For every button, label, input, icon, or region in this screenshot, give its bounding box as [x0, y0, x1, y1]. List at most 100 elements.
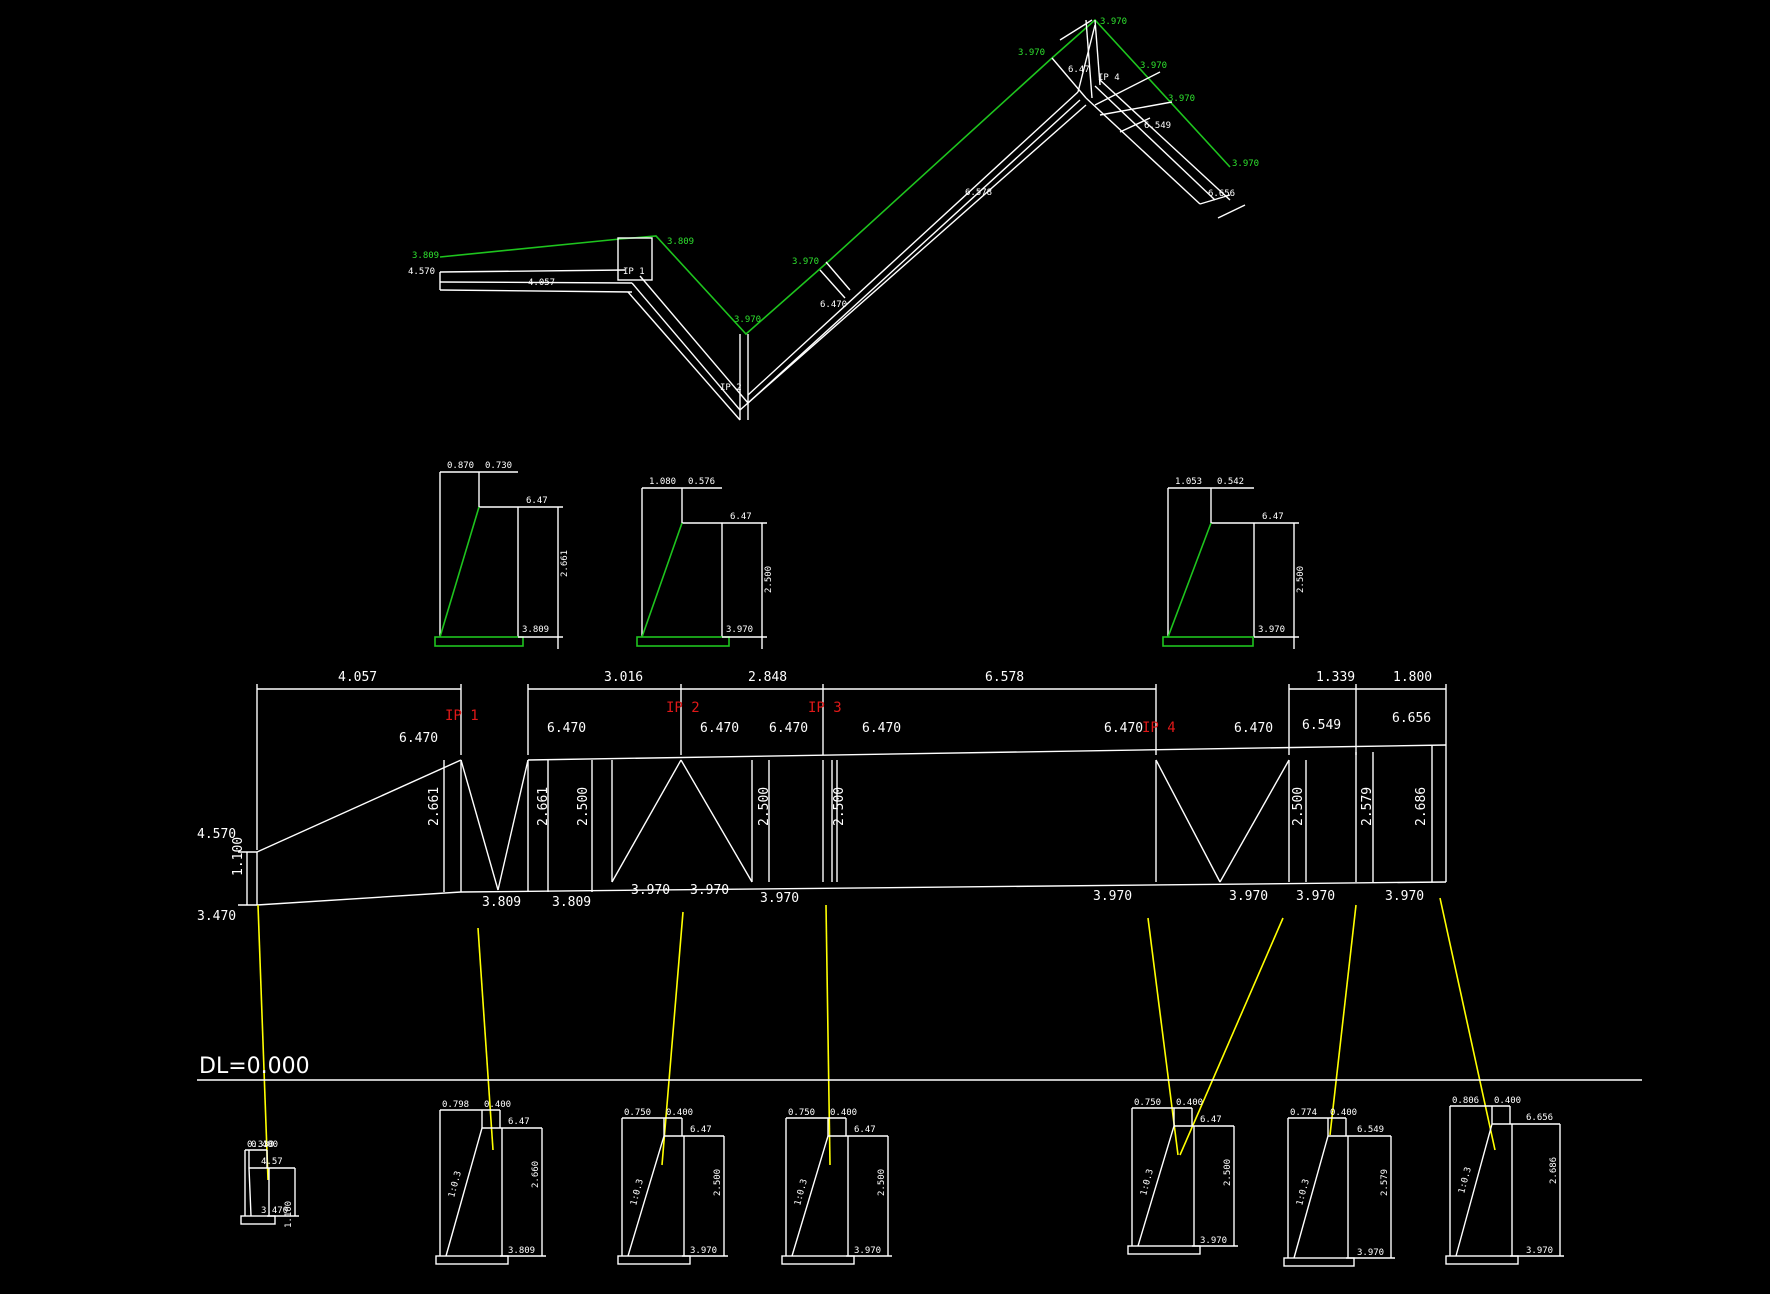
bottom-section-dim-b: 0.400 [1330, 1108, 1357, 1118]
plan-label: 3.970 [1232, 159, 1259, 169]
bottom-section-dim-a: 0.806 [1452, 1096, 1479, 1106]
profile-span-dim: 3.016 [604, 670, 643, 685]
bottom-section-dim-a: 0.330 [247, 1140, 274, 1150]
profile-bottom-elev: 3.970 [1296, 889, 1335, 904]
profile-bottom-elev: 3.809 [482, 895, 521, 910]
bottom-section-top-elev: 6.47 [854, 1125, 876, 1135]
profile-height-dim: 2.500 [757, 787, 772, 826]
profile-bottom-elev: 3.970 [690, 883, 729, 898]
section-leaders [257, 897, 1496, 1181]
plan-label: IP 4 [1098, 73, 1120, 83]
bottom-section-height: 2.686 [1549, 1157, 1559, 1184]
bottom-section-top-elev: 6.47 [690, 1125, 712, 1135]
bottom-section-bottom-elev: 3.809 [508, 1246, 535, 1256]
bottom-section-bottom-elev: 3.970 [1200, 1236, 1227, 1246]
bottom-section-bottom-elev: 3.470 [261, 1206, 288, 1216]
bottom-section-top-elev: 6.549 [1357, 1125, 1384, 1135]
profile-top-elev: 6.470 [1234, 721, 1273, 736]
bottom-section-height: 1.100 [284, 1201, 294, 1228]
bottom-section-bottom-elev: 3.970 [854, 1246, 881, 1256]
bottom-section-height: 2.500 [1223, 1159, 1233, 1186]
profile-left-top-elev: 4.570 [197, 827, 236, 842]
bottom-section-bottom-elev: 3.970 [690, 1246, 717, 1256]
bottom-section-dim-a: 0.798 [442, 1100, 469, 1110]
top-section-bottom-elev: 3.809 [522, 625, 549, 635]
profile-height-dim: 2.686 [1414, 787, 1429, 826]
bottom-section-top-elev: 6.47 [1200, 1115, 1222, 1125]
top-section-height: 2.500 [764, 566, 774, 593]
bottom-section-height: 2.660 [531, 1161, 541, 1188]
plan-label: 3.970 [1140, 61, 1167, 71]
profile-height-dim: 2.579 [1360, 787, 1375, 826]
top-section-bottom-elev: 3.970 [1258, 625, 1285, 635]
bottom-section-top-elev: 6.656 [1526, 1113, 1553, 1123]
profile-ip-label: IP 2 [666, 700, 700, 716]
top-section-width-2: 0.576 [688, 477, 715, 487]
bottom-section-height: 2.500 [713, 1169, 723, 1196]
top-section-top-elev: 6.47 [1262, 512, 1284, 522]
profile-bottom-elev: 3.970 [1385, 889, 1424, 904]
top-section-width-2: 0.730 [485, 461, 512, 471]
profile-bottom-elev: 3.809 [552, 895, 591, 910]
bottom-section-dim-b: 0.400 [251, 1140, 278, 1150]
plan-label: IP 1 [623, 267, 645, 277]
bottom-section-slope: 1:0.3 [1457, 1166, 1474, 1195]
profile-top-elev: 6.470 [862, 721, 901, 736]
plan-label: 3.970 [1100, 17, 1127, 27]
profile-height-dim: 2.661 [536, 787, 551, 826]
plan-label: 3.970 [792, 257, 819, 267]
bottom-section-dim-b: 0.400 [1176, 1098, 1203, 1108]
plan-label: 3.970 [1018, 48, 1045, 58]
top-section-height: 2.500 [1296, 566, 1306, 593]
plan-label: 6.47 [1068, 65, 1090, 75]
plan-label: 3.970 [1168, 94, 1195, 104]
profile-span-dim: 1.339 [1316, 670, 1355, 685]
profile-span-dim: 2.848 [748, 670, 787, 685]
bottom-section-dim-a: 0.774 [1290, 1108, 1317, 1118]
profile-top-elev: 6.470 [399, 731, 438, 746]
profile-left-height: 1.100 [231, 837, 246, 876]
profile-bottom-elev: 3.970 [1093, 889, 1132, 904]
profile-bottom-elev: 3.970 [760, 891, 799, 906]
bottom-section-slope: 1:0.3 [447, 1170, 464, 1199]
profile-span-dim: 4.057 [338, 670, 377, 685]
top-section-width-1: 1.053 [1175, 477, 1202, 487]
profile-top-elev: 6.470 [547, 721, 586, 736]
profile-span-dim: 6.578 [985, 670, 1024, 685]
plan-label: 6.578 [965, 188, 992, 198]
profile-top-elev: 6.470 [769, 721, 808, 736]
profile-ip-label: IP 3 [808, 700, 842, 716]
profile-height-dim: 2.500 [576, 787, 591, 826]
datum-line: DL=0.000 [197, 1054, 1642, 1081]
bottom-section-dim-b: 0.400 [484, 1100, 511, 1110]
profile-top-elev: 6.470 [1104, 721, 1143, 736]
profile-height-dim: 2.661 [427, 787, 442, 826]
plan-label: IP 2 [720, 383, 742, 393]
plan-label: 3.809 [412, 251, 439, 261]
profile-ip-label: IP 1 [445, 708, 479, 724]
profile-ip-label: IP 4 [1142, 720, 1176, 736]
datum-label: DL=0.000 [199, 1054, 310, 1079]
bottom-section-dim-a: 0.750 [624, 1108, 651, 1118]
top-section-bottom-elev: 3.970 [726, 625, 753, 635]
plan-label: 6.656 [1208, 189, 1235, 199]
bottom-section-bottom-elev: 3.970 [1357, 1248, 1384, 1258]
bottom-section-dim-b: 0.400 [1494, 1096, 1521, 1106]
profile-bottom-elev: 3.970 [631, 883, 670, 898]
bottom-section-height: 2.500 [877, 1169, 887, 1196]
bottom-section-top-elev: 4.57 [261, 1157, 283, 1167]
bottom-section-dim-b: 0.400 [830, 1108, 857, 1118]
profile-top-elev: 6.656 [1392, 711, 1431, 726]
